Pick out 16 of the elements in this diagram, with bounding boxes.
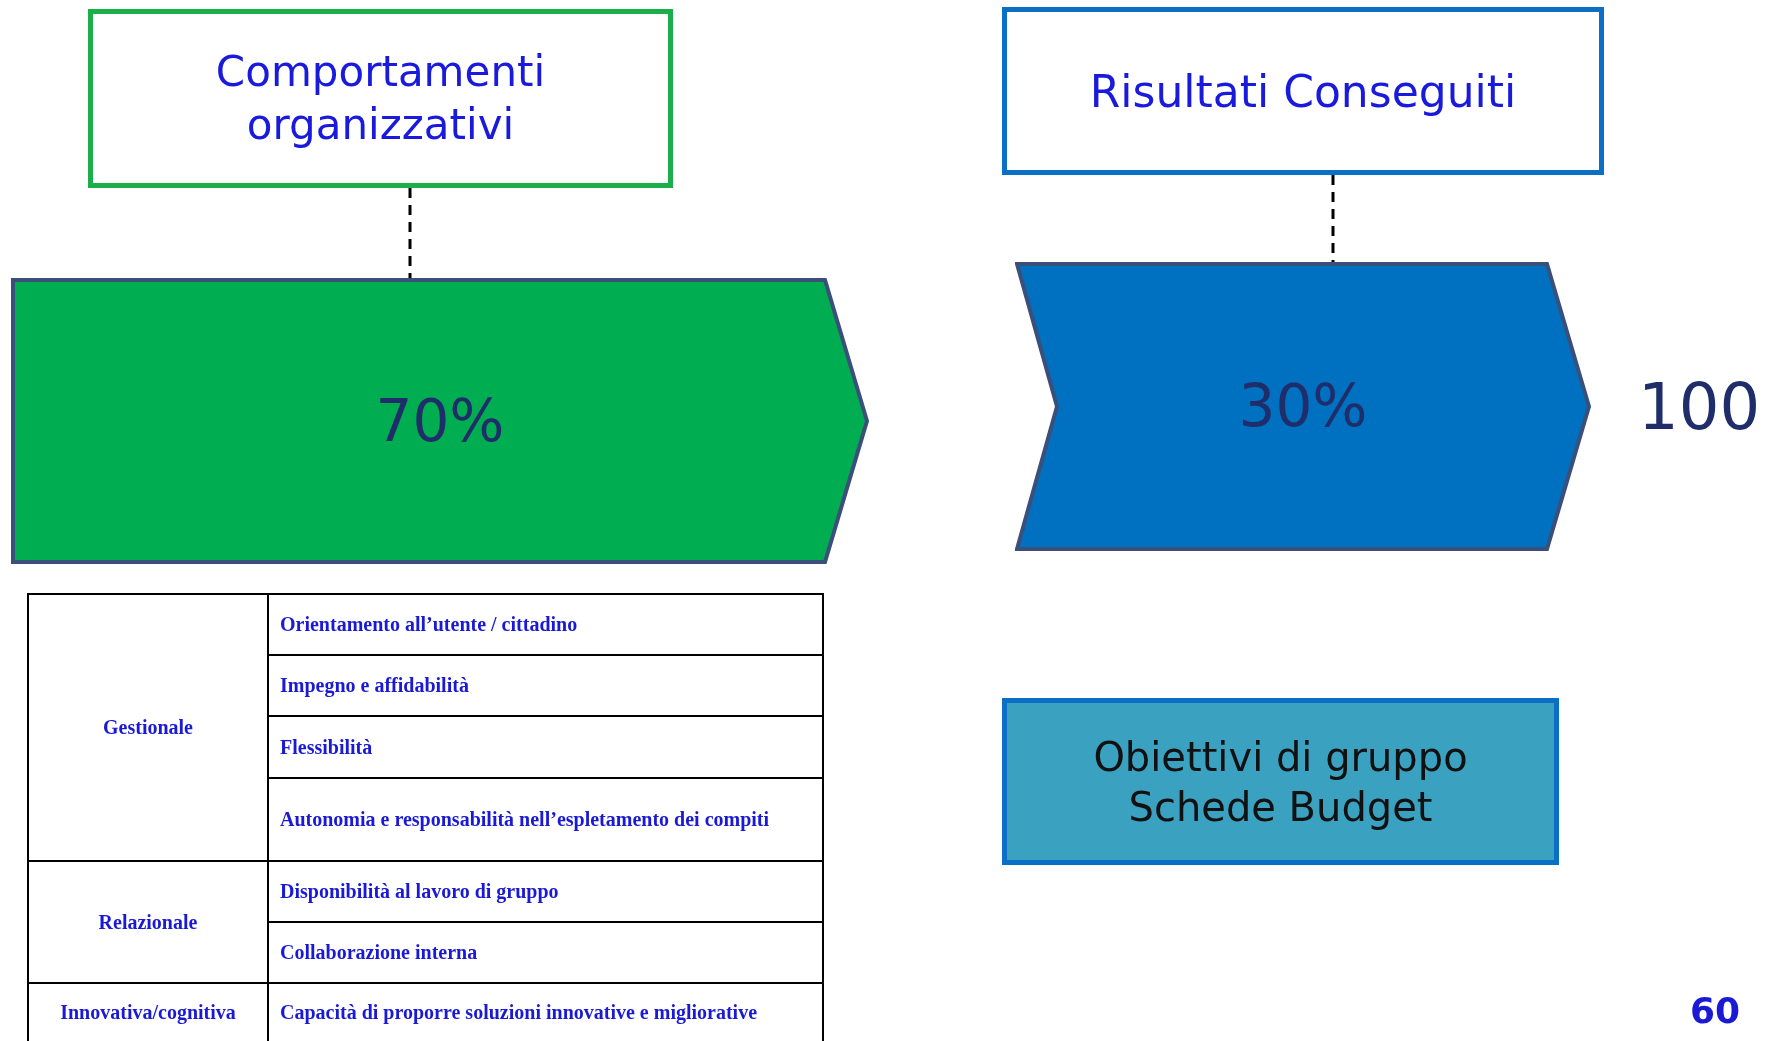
objectives-box [1002,698,1559,865]
page-number: 60 [1690,990,1741,1031]
leader-line [408,188,412,278]
percent-chevron [11,278,869,564]
criterion-cell: Orientamento all’utente / cittadino [267,593,824,656]
leader-line [1331,175,1335,262]
percentage-label: 70% [375,385,505,457]
title-box [1002,7,1604,175]
category-cell: Gestionale [27,593,269,862]
total-label: 100 [1638,370,1761,444]
percent-chevron [1015,262,1591,551]
box-title: Obiettivi di gruppo Schede Budget [1092,732,1469,832]
box-title: Comportamenti organizzativi [214,46,547,151]
percentage-label: 30% [1238,371,1368,443]
box-title: Risultati Conseguiti [1089,64,1517,119]
title-box [88,9,673,188]
